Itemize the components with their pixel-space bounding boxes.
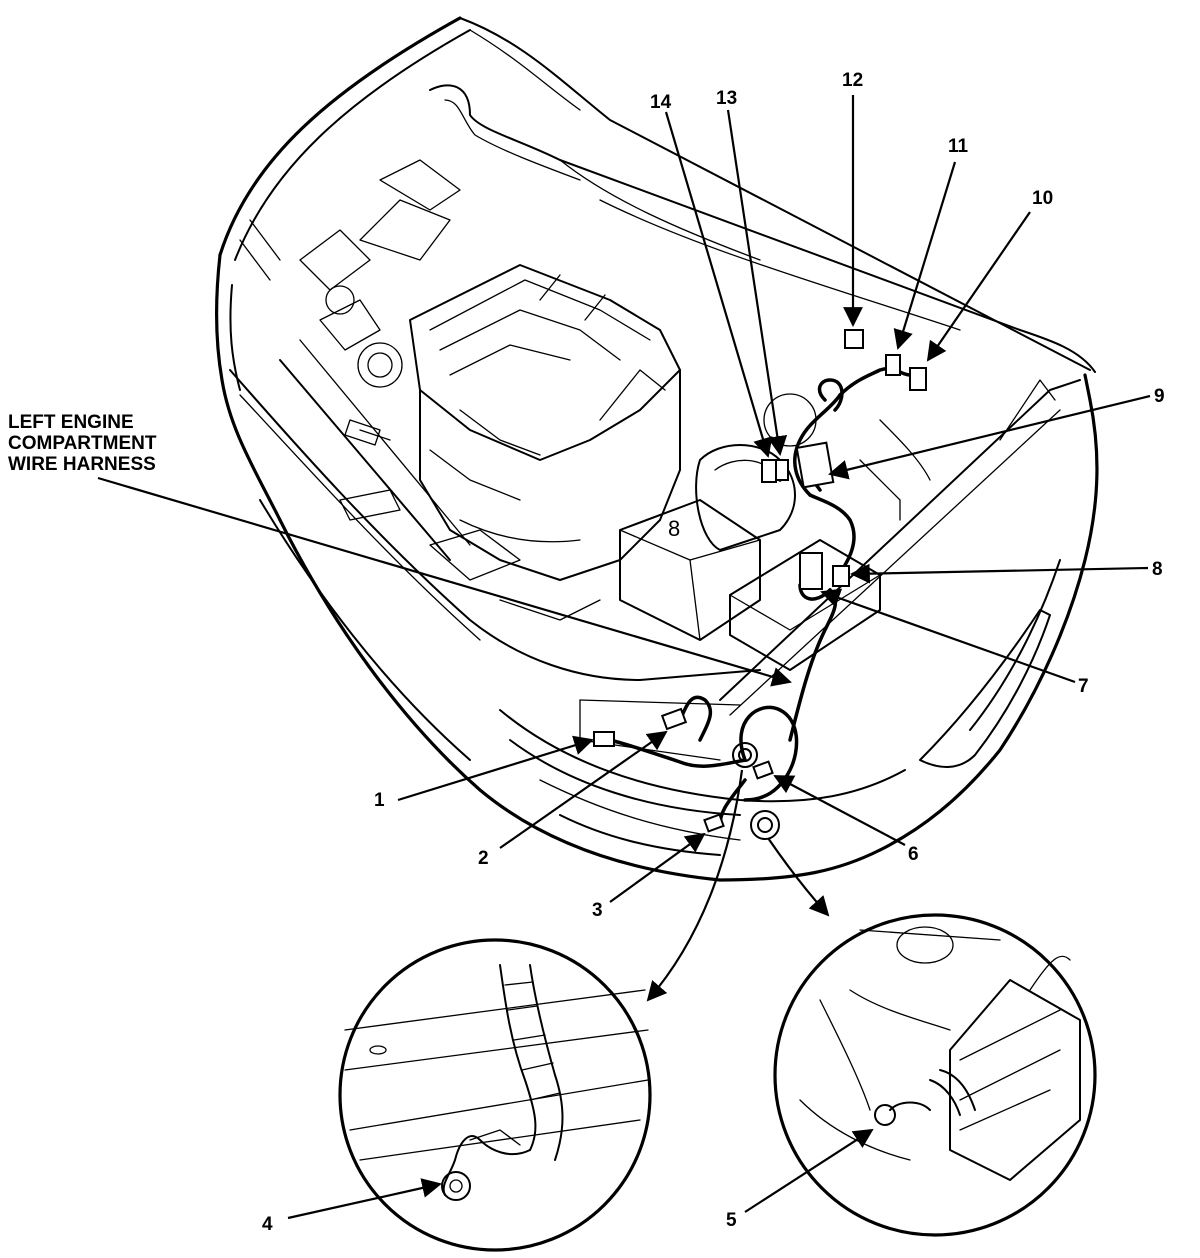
callout-11: 11 — [948, 136, 969, 157]
leader-lines — [97, 95, 1151, 1220]
inset-detail-left — [338, 938, 652, 1252]
callout-1: 1 — [374, 790, 385, 811]
harness-label-line-2: COMPARTMENT — [8, 433, 157, 454]
callout-14: 14 — [650, 92, 672, 113]
inset-detail-right — [773, 913, 1097, 1237]
callout-4: 4 — [262, 1214, 273, 1235]
car-body-outline — [214, 16, 1099, 882]
harness-label-line-1: LEFT ENGINE — [8, 412, 134, 433]
callout-3: 3 — [592, 900, 603, 921]
harness-label: LEFT ENGINE COMPARTMENT WIRE HARNESS — [8, 412, 157, 475]
engine-block: 8 — [239, 159, 931, 671]
callout-2: 2 — [478, 848, 489, 869]
callout-5: 5 — [726, 1210, 737, 1231]
harness-label-line-3: WIRE HARNESS — [8, 454, 156, 475]
callout-numbers: 1 2 3 4 5 6 7 8 9 10 11 12 13 14 — [262, 70, 1165, 1235]
svg-text:8: 8 — [668, 516, 680, 541]
callout-9: 9 — [1154, 386, 1165, 407]
callout-8: 8 — [1152, 559, 1163, 580]
callout-13: 13 — [716, 88, 737, 109]
connectors — [593, 329, 927, 840]
callout-10: 10 — [1032, 188, 1053, 209]
callout-12: 12 — [842, 70, 863, 91]
callout-6: 6 — [908, 844, 919, 865]
callout-7: 7 — [1078, 676, 1089, 697]
